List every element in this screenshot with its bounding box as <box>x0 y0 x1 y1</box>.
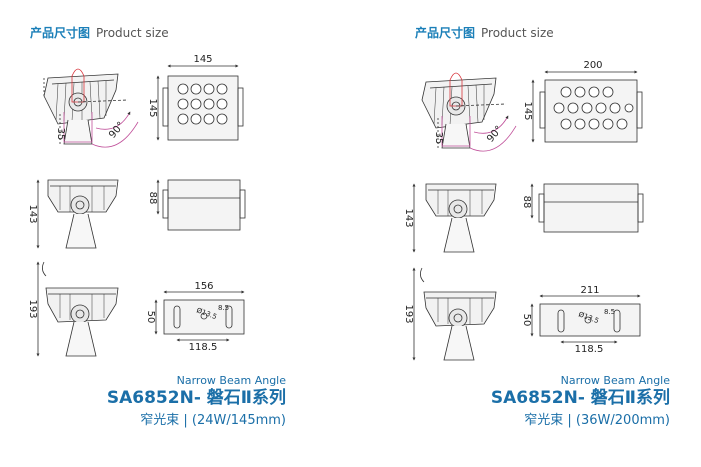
right-dim-angle: 90° <box>485 124 505 145</box>
left-top-view <box>156 179 246 231</box>
right-panel-drawings <box>412 70 644 361</box>
right-dim-143: 143 <box>403 208 414 227</box>
left-side-view-tilted <box>43 68 139 148</box>
right-dim-height: 145 <box>522 101 533 120</box>
right-side-view-base <box>412 267 497 361</box>
right-top-view <box>530 183 644 233</box>
left-side-view-bracket <box>36 179 119 249</box>
caption-right-model: SA6852N- 磐石Ⅱ系列 <box>490 388 670 408</box>
left-dim-width: 145 <box>193 54 212 65</box>
header-left-zh: 产品尺寸图 <box>30 26 91 40</box>
caption-left: Narrow Beam Angle SA6852N- 磐石Ⅱ系列 窄光束 | (… <box>107 374 286 428</box>
right-dim-118-5: 118.5 <box>575 344 604 355</box>
left-dim-angle: 90° <box>107 120 127 141</box>
right-dim-211: 211 <box>580 285 599 296</box>
right-dim-8-5: 8.5 <box>604 308 615 316</box>
right-dim-50: 50 <box>521 314 532 327</box>
left-dim-8-5: 8.5 <box>218 304 229 312</box>
header-left: 产品尺寸图 Product size <box>30 24 169 41</box>
caption-left-model: SA6852N- 磐石Ⅱ系列 <box>106 388 286 408</box>
left-dim-height: 145 <box>147 98 158 117</box>
caption-right-sub: 窄光束 | (36W/200mm) <box>524 413 670 428</box>
left-front-view <box>156 64 244 141</box>
right-dim-88: 88 <box>521 196 532 209</box>
left-dim-193: 193 <box>27 299 38 318</box>
caption-right: Narrow Beam Angle SA6852N- 磐石Ⅱ系列 窄光束 | (… <box>491 374 670 428</box>
left-dim-35: 35 <box>55 128 66 141</box>
caption-left-sub: 窄光束 | (24W/145mm) <box>140 413 286 428</box>
right-dim-35: 35 <box>433 132 444 145</box>
left-panel-drawings <box>36 64 246 357</box>
left-side-view-base <box>36 261 119 357</box>
header-right-zh: 产品尺寸图 <box>415 26 476 40</box>
right-dim-193: 193 <box>403 304 414 323</box>
right-front-view <box>531 70 643 143</box>
left-dim-50: 50 <box>145 311 156 324</box>
caption-right-en: Narrow Beam Angle <box>560 374 670 387</box>
left-dim-156: 156 <box>194 281 213 292</box>
left-dim-143: 143 <box>27 204 38 223</box>
left-dim-88: 88 <box>147 192 158 205</box>
right-mount-plate-view <box>530 294 641 344</box>
right-dim-width: 200 <box>583 60 602 71</box>
header-left-en: Product size <box>96 26 169 40</box>
header-right-en: Product size <box>481 26 554 40</box>
right-side-view-bracket <box>412 183 497 253</box>
left-dim-118-5: 118.5 <box>189 342 218 353</box>
caption-left-en: Narrow Beam Angle <box>176 374 286 387</box>
left-mount-plate-view <box>154 290 245 342</box>
header-right: 产品尺寸图 Product size <box>415 24 554 41</box>
right-side-view-tilted <box>421 72 517 152</box>
